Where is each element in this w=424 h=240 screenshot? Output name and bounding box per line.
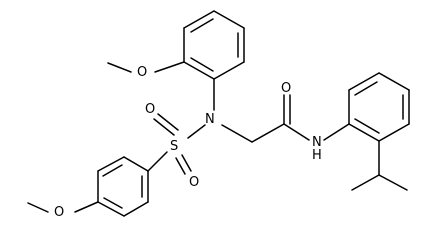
bond-right-ring-5 (378, 123, 410, 142)
bond-ch2-to-carbonyl-c (251, 123, 285, 143)
bond-s-to-n (187, 124, 206, 139)
atom-label-sulfonyl-o-bottom: O (189, 175, 199, 190)
bond-carbonyl-c-to-amide-n (283, 123, 310, 141)
bond-s-o-bottom-b (175, 157, 186, 175)
bond-lower-ring-2 (97, 156, 125, 172)
bond-lines (27, 10, 410, 217)
bond-top-ring-inner-3 (190, 57, 214, 72)
bond-isopropyl-methyl-left (351, 174, 380, 191)
bond-lower-ring-inner-1 (102, 164, 123, 177)
bond-lower-methoxy-methyl (27, 202, 49, 213)
bond-top-ring-2 (213, 10, 245, 29)
chemical-structure-diagram: O O S O N O N H O (27, 10, 410, 220)
atom-label-sulfonamide-n: N (205, 112, 215, 127)
bond-s-o-top-a (157, 113, 179, 131)
bond-top-ring-inner-1 (190, 18, 214, 33)
atom-label-amide-h: H (312, 148, 322, 163)
atom-label-sulfur: S (170, 139, 178, 154)
bond-right-ring-3 (378, 72, 410, 91)
bond-s-o-bottom-a (181, 154, 192, 172)
bond-right-ring-inner-1 (354, 81, 378, 96)
atom-labels: O O S O N O N H O (54, 65, 322, 220)
bond-top-ring-1 (183, 10, 215, 29)
atom-label-amide-n: N (312, 135, 322, 150)
bond-right-ring-inner-3 (354, 118, 380, 134)
bond-top-ring-5 (183, 61, 215, 80)
bond-lower-ring-to-methoxy-o (74, 201, 99, 213)
bond-s-o-top-b (153, 118, 175, 136)
bond-lower-ring-inner-2 (103, 197, 123, 209)
bond-n-to-ch2 (221, 124, 253, 143)
bond-lower-ring-4 (97, 201, 125, 217)
atom-label-carbonyl-o: O (281, 81, 291, 96)
bond-top-ring-4 (213, 61, 245, 80)
bond-s-to-lower-ring (147, 151, 168, 172)
bond-right-ring-2 (348, 72, 380, 91)
bond-lower-ring-5 (123, 201, 149, 217)
bond-amide-n-to-right-ring (323, 123, 350, 141)
bond-lower-ring-1 (123, 156, 149, 172)
bond-top-ring-to-methoxy-o (154, 61, 185, 73)
atom-label-methoxy-bottom-o: O (54, 205, 64, 220)
bond-right-ring-6 (348, 123, 380, 142)
atom-label-methoxy-top-o: O (137, 65, 147, 80)
bond-top-methoxy-methyl (107, 62, 132, 73)
atom-label-sulfonyl-o-top: O (145, 102, 155, 117)
bond-isopropyl-methyl-right (378, 174, 408, 191)
